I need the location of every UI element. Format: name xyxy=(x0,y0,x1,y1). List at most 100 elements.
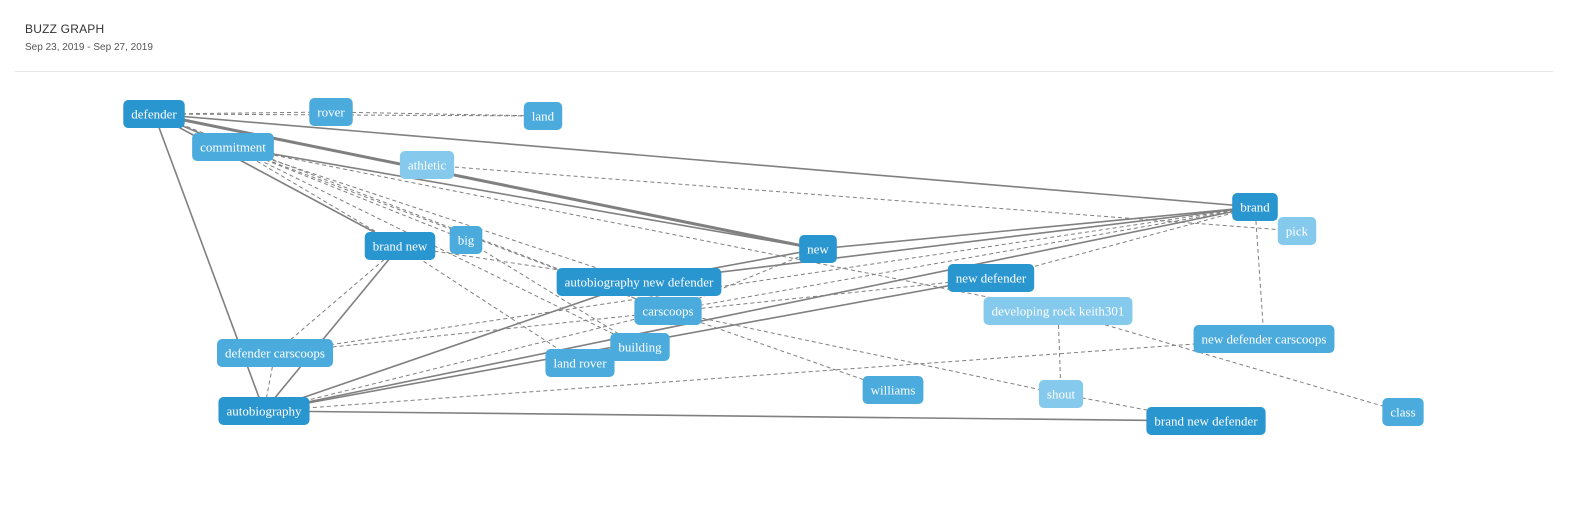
edge-brand_new-autobiography xyxy=(263,245,401,412)
page-title: BUZZ GRAPH xyxy=(25,22,105,36)
edge-developing_rock_keith301-class xyxy=(1057,310,1404,413)
node-brand[interactable]: brand xyxy=(1232,193,1278,221)
node-shout[interactable]: shout xyxy=(1038,380,1084,408)
node-box xyxy=(634,297,702,325)
node-box xyxy=(309,98,353,126)
edge-carscoops-autobiography xyxy=(263,310,669,412)
node-box xyxy=(556,268,722,296)
edge-defender-brand xyxy=(153,113,1256,208)
node-box xyxy=(523,102,563,130)
edge-brand-new_defender xyxy=(990,206,1256,279)
node-label: brand new defender xyxy=(1154,414,1258,429)
node-label: building xyxy=(618,340,662,355)
edge-brand-autobiography xyxy=(263,206,1256,412)
edge-commitment-building xyxy=(232,146,641,348)
node-box xyxy=(217,339,333,367)
node-label: land xyxy=(532,109,555,124)
node-box xyxy=(399,151,455,179)
edge-commitment-developing_rock_keith301 xyxy=(232,146,1059,312)
node-label: defender carscoops xyxy=(225,346,325,361)
date-range: Sep 23, 2019 - Sep 27, 2019 xyxy=(25,42,153,53)
node-box xyxy=(192,133,274,161)
node-label: carscoops xyxy=(642,304,693,319)
node-defender[interactable]: defender xyxy=(123,100,185,128)
node-class[interactable]: class xyxy=(1382,398,1424,426)
edge-brand-new_defender_carscoops xyxy=(1254,206,1265,340)
node-box xyxy=(123,100,185,128)
edge-brand_new-land_rover xyxy=(399,245,581,364)
node-label: class xyxy=(1390,405,1415,420)
edge-athletic-pick xyxy=(426,164,1298,232)
node-autobiography[interactable]: autobiography xyxy=(218,397,310,425)
node-brand-new-defender[interactable]: brand new defender xyxy=(1146,407,1266,435)
node-label: autobiography new defender xyxy=(565,275,714,290)
node-big[interactable]: big xyxy=(449,226,483,254)
node-label: new defender xyxy=(956,271,1027,286)
node-box xyxy=(364,232,436,260)
node-box xyxy=(1277,217,1317,245)
edge-carscoops-shout xyxy=(667,310,1062,395)
edge-defender-brand_new xyxy=(153,113,401,247)
edge-defender-land xyxy=(153,113,544,117)
node-label: brand xyxy=(1240,200,1270,215)
node-carscoops[interactable]: carscoops xyxy=(634,297,702,325)
node-box xyxy=(862,376,924,404)
graph-header: BUZZ GRAPH Sep 23, 2019 - Sep 27, 2019 xyxy=(15,0,1553,72)
node-box xyxy=(1038,380,1084,408)
edge-carscoops-williams xyxy=(667,310,894,391)
edge-rover-land xyxy=(330,111,544,117)
node-label: brand new xyxy=(373,239,428,254)
node-defender-carscoops[interactable]: defender carscoops xyxy=(217,339,333,367)
edge-autobiography_new_defender-autobiography xyxy=(263,281,640,412)
node-land-rover[interactable]: land rover xyxy=(545,349,615,377)
node-box xyxy=(545,349,615,377)
node-box xyxy=(610,333,670,361)
node-label: williams xyxy=(871,383,916,398)
node-label: defender xyxy=(131,107,177,122)
node-box xyxy=(218,397,310,425)
edge-commitment-brand_new xyxy=(232,146,401,247)
node-label: new xyxy=(807,242,829,257)
node-commitment[interactable]: commitment xyxy=(192,133,274,161)
node-label: new defender carscoops xyxy=(1202,332,1327,347)
node-new-defender-carscoops[interactable]: new defender carscoops xyxy=(1193,325,1335,353)
edge-layer xyxy=(153,111,1404,422)
node-brand-new[interactable]: brand new xyxy=(364,232,436,260)
node-box xyxy=(449,226,483,254)
node-label: developing rock keith301 xyxy=(992,304,1125,319)
node-autobiography-new-defender[interactable]: autobiography new defender xyxy=(556,268,722,296)
edge-big-building xyxy=(465,239,641,348)
node-box xyxy=(799,235,837,263)
node-label: autobiography xyxy=(226,404,302,419)
node-box xyxy=(1382,398,1424,426)
node-pick[interactable]: pick xyxy=(1277,217,1317,245)
node-label: commitment xyxy=(200,140,266,155)
node-layer: defender rover land commitment athletic brand… xyxy=(123,98,1424,435)
node-label: rover xyxy=(317,105,345,120)
node-box xyxy=(1232,193,1278,221)
edge-commitment-new xyxy=(232,146,819,250)
node-land[interactable]: land xyxy=(523,102,563,130)
node-label: pick xyxy=(1286,224,1309,239)
node-new[interactable]: new xyxy=(799,235,837,263)
node-williams[interactable]: williams xyxy=(862,376,924,404)
edge-brand-new xyxy=(817,206,1256,250)
edge-autobiography-brand_new_defender xyxy=(263,410,1207,422)
node-label: athletic xyxy=(408,158,446,173)
node-box xyxy=(1146,407,1266,435)
node-label: land rover xyxy=(553,356,607,371)
node-building[interactable]: building xyxy=(610,333,670,361)
node-label: big xyxy=(458,233,475,248)
edge-commitment-autobiography_new_defender xyxy=(232,146,640,283)
node-athletic[interactable]: athletic xyxy=(399,151,455,179)
node-box xyxy=(983,297,1133,325)
edge-autobiography-new_defender_carscoops xyxy=(263,338,1265,412)
node-rover[interactable]: rover xyxy=(309,98,353,126)
node-box xyxy=(1193,325,1335,353)
node-new-defender[interactable]: new defender xyxy=(947,264,1035,292)
edge-new_defender-defender_carscoops xyxy=(274,277,992,354)
node-label: shout xyxy=(1047,387,1076,402)
edge-brand-carscoops xyxy=(667,206,1256,312)
node-developing-rock-keith301[interactable]: developing rock keith301 xyxy=(983,297,1133,325)
